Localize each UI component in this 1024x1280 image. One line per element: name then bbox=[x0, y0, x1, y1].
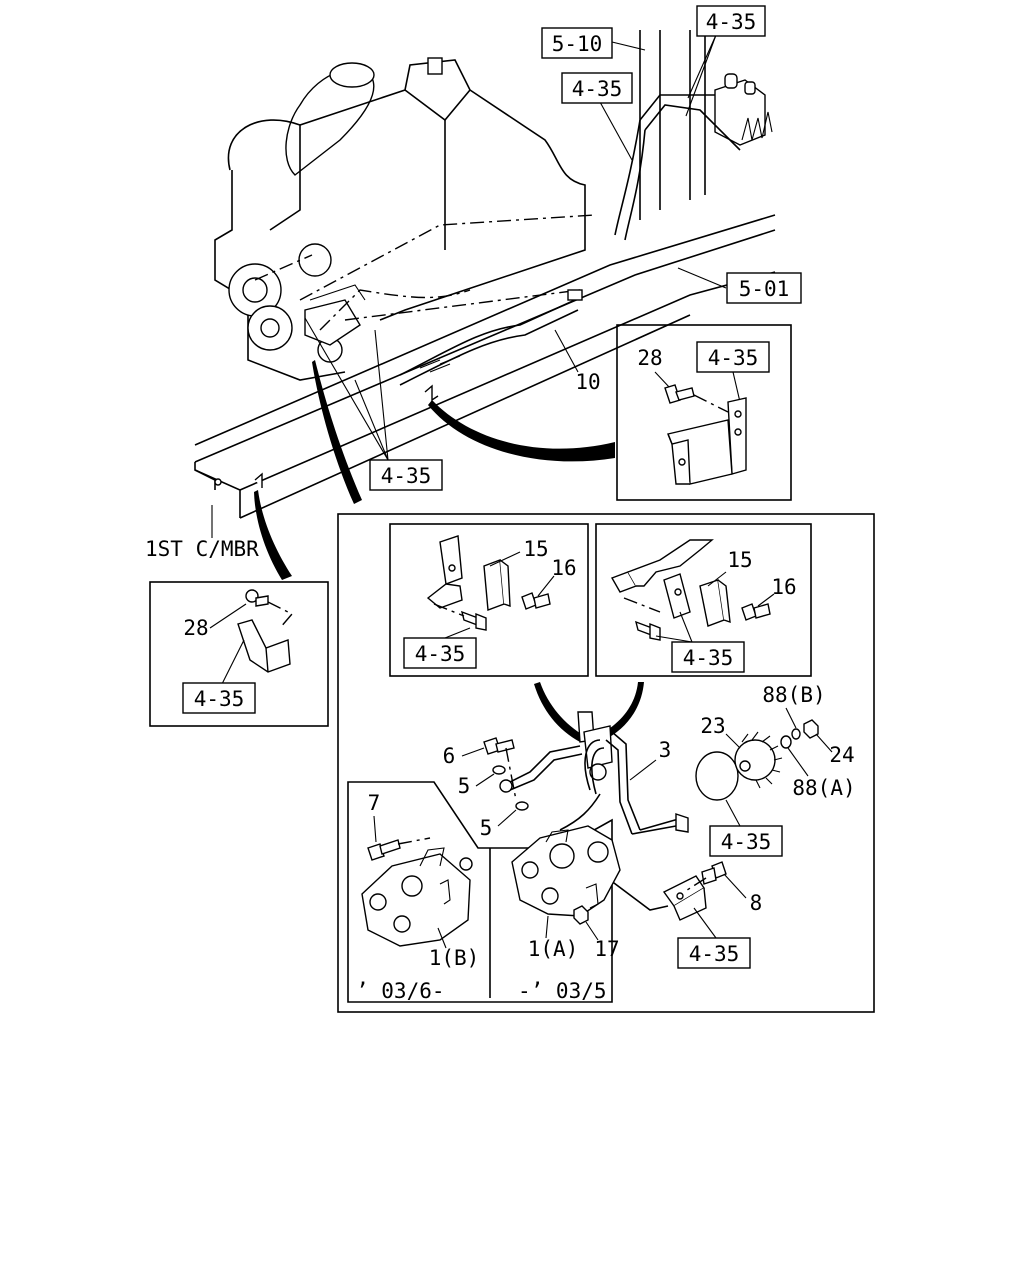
label-part-1a: 1(A) bbox=[528, 937, 579, 961]
pump-1b-icon bbox=[361, 847, 473, 947]
ref-4-35-clamp-a[interactable]: 4-35 bbox=[403, 637, 477, 669]
label-part-3: 3 bbox=[659, 738, 672, 762]
washer-5-upper-icon bbox=[492, 765, 506, 775]
label-part-5-lower: 5 bbox=[480, 816, 493, 840]
bolt-28-right-icon bbox=[664, 384, 695, 404]
svg-text:4-35: 4-35 bbox=[689, 942, 740, 966]
ref-4-35-pipe[interactable]: 4-35 bbox=[561, 72, 633, 104]
detail-box-bracket-right: 28 4-35 bbox=[616, 324, 792, 501]
label-part-24: 24 bbox=[829, 743, 854, 767]
label-date-new: ’ 03/6- bbox=[356, 979, 445, 1003]
pump-variant-box: 7 1(B) ’ 03/6- 1(A) 17 -’ 03/5 bbox=[347, 781, 621, 1003]
svg-text:4-35: 4-35 bbox=[721, 830, 772, 854]
bolt-clamp-a-icon bbox=[460, 610, 487, 631]
nut-17-icon bbox=[573, 905, 589, 925]
svg-text:5-01: 5-01 bbox=[739, 277, 790, 301]
label-date-old: -’ 03/5 bbox=[518, 979, 607, 1003]
gear-23-icon bbox=[734, 731, 783, 789]
label-part-88b: 88(B) bbox=[762, 683, 825, 707]
bolt-8-icon bbox=[701, 861, 727, 885]
washer-88a-icon bbox=[780, 735, 792, 749]
label-part-23: 23 bbox=[700, 714, 725, 738]
reservoir-tank bbox=[714, 73, 773, 146]
ref-5-01[interactable]: 5-01 bbox=[726, 272, 802, 304]
ref-4-35-frame[interactable]: 4-35 bbox=[369, 459, 443, 491]
svg-text:4-35: 4-35 bbox=[683, 646, 734, 670]
clamp-detail-a: 15 16 4-35 bbox=[389, 523, 589, 677]
detail-box-bracket-left: 28 4-35 bbox=[149, 581, 329, 727]
bolt-28-left-icon bbox=[245, 589, 269, 607]
leader-lines-upper bbox=[211, 34, 727, 580]
pressure-pipe-3 bbox=[499, 711, 689, 835]
label-part-1b: 1(B) bbox=[429, 946, 480, 970]
bolt-7-icon bbox=[367, 839, 401, 861]
bracket-lower-icon bbox=[662, 875, 707, 921]
o-ring-icon bbox=[695, 751, 739, 801]
ref-4-35-reservoir[interactable]: 4-35 bbox=[696, 5, 766, 37]
nut-24-icon bbox=[803, 719, 819, 739]
pump-1a-icon bbox=[511, 825, 621, 917]
svg-text:4-35: 4-35 bbox=[194, 687, 245, 711]
bracket-right-icon bbox=[667, 397, 747, 485]
label-part-8: 8 bbox=[750, 891, 763, 915]
bracket-left-icon bbox=[237, 619, 291, 673]
ref-4-35-detail-left[interactable]: 4-35 bbox=[182, 682, 256, 714]
label-frame-member: 1ST C/MBR bbox=[145, 537, 259, 561]
washer-5-lower-icon bbox=[515, 801, 529, 811]
ref-5-10[interactable]: 5-10 bbox=[541, 27, 613, 59]
label-part-15-a: 15 bbox=[523, 537, 548, 561]
svg-text:4-35: 4-35 bbox=[415, 642, 466, 666]
label-part-15-b: 15 bbox=[727, 548, 752, 572]
svg-text:5-10: 5-10 bbox=[552, 32, 603, 56]
label-part-7: 7 bbox=[368, 791, 381, 815]
label-part-28-right: 28 bbox=[637, 346, 662, 370]
svg-text:4-35: 4-35 bbox=[706, 10, 757, 34]
label-part-10: 10 bbox=[575, 370, 600, 394]
bolt-16-a-icon bbox=[521, 592, 551, 610]
label-part-28-left: 28 bbox=[183, 616, 208, 640]
clamp-detail-b: 15 16 4-35 bbox=[595, 523, 812, 677]
ref-4-35-detail-right[interactable]: 4-35 bbox=[696, 341, 770, 373]
svg-text:4-35: 4-35 bbox=[572, 77, 623, 101]
ref-4-35-bracket[interactable]: 4-35 bbox=[677, 937, 751, 969]
bolt-16-b-icon bbox=[741, 603, 771, 621]
label-part-5-upper: 5 bbox=[458, 774, 471, 798]
crank-pulley bbox=[228, 243, 343, 363]
svg-text:4-35: 4-35 bbox=[381, 464, 432, 488]
label-part-17: 17 bbox=[594, 937, 619, 961]
detail-box-main: 15 16 4-35 bbox=[337, 513, 875, 1013]
ref-4-35-o-ring[interactable]: 4-35 bbox=[709, 825, 783, 857]
ref-4-35-clamp-b[interactable]: 4-35 bbox=[671, 641, 745, 673]
bolt-6-icon bbox=[483, 737, 515, 755]
washer-88b-icon bbox=[791, 728, 801, 740]
label-part-88a: 88(A) bbox=[792, 776, 855, 800]
label-part-6: 6 bbox=[443, 744, 456, 768]
bolt-clamp-b-icon bbox=[634, 620, 661, 641]
label-part-16-b: 16 bbox=[771, 575, 796, 599]
svg-text:4-35: 4-35 bbox=[708, 346, 759, 370]
label-part-16-a: 16 bbox=[551, 556, 576, 580]
